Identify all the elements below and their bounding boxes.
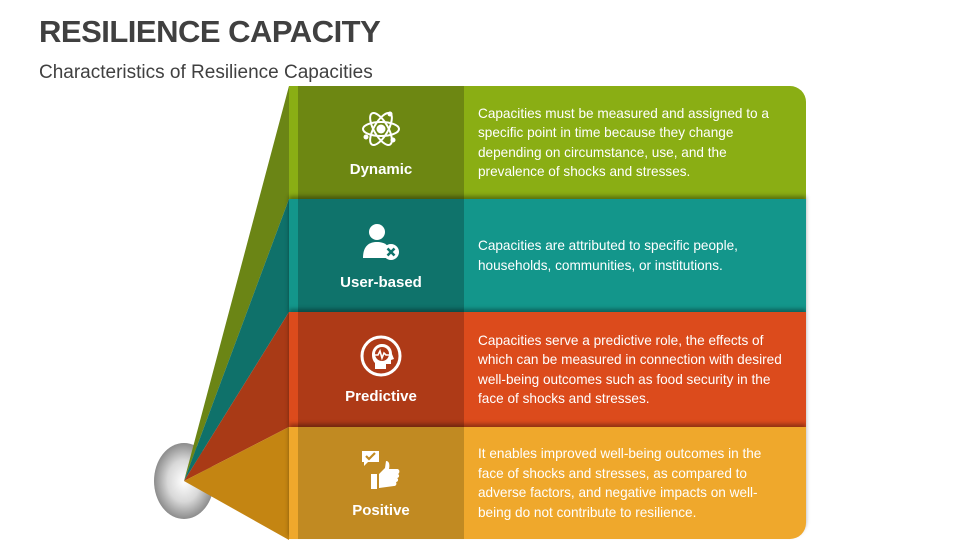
page-subtitle: Characteristics of Resilience Capacities xyxy=(39,62,373,83)
band-predictive: Predictive Capacities serve a predictive… xyxy=(289,312,806,427)
item-name: Positive xyxy=(352,501,410,519)
label-column: Positive xyxy=(298,427,464,539)
band-positive: Positive It enables improved well-being … xyxy=(289,427,806,539)
description-column: Capacities must be measured and assigned… xyxy=(464,86,806,199)
strip xyxy=(289,199,298,312)
item-name: User-based xyxy=(340,274,422,291)
user-remove-icon xyxy=(363,224,399,260)
item-name: Dynamic xyxy=(349,161,413,178)
side-predictive xyxy=(184,312,289,481)
strip xyxy=(289,427,298,539)
strip xyxy=(289,312,298,427)
head-pulse-icon xyxy=(360,335,402,377)
item-description: It enables improved well-being outcomes … xyxy=(478,446,762,520)
label-column: User-based xyxy=(298,199,464,312)
item-description: Capacities are attributed to specific pe… xyxy=(478,238,738,273)
atom-icon xyxy=(362,111,400,146)
description-column: Capacities serve a predictive role, the … xyxy=(464,312,806,427)
band-dynamic: Dynamic Capacities must be measured and … xyxy=(289,86,806,199)
item-description: Capacities must be measured and assigned… xyxy=(478,105,769,180)
label-column: Dynamic xyxy=(298,86,464,199)
side-dynamic xyxy=(184,86,289,481)
page-title: RESILIENCE CAPACITY xyxy=(39,14,381,49)
item-description: Capacities serve a predictive role, the … xyxy=(478,332,782,407)
description-column: It enables improved well-being outcomes … xyxy=(464,427,806,539)
description-column: Capacities are attributed to specific pe… xyxy=(464,199,806,312)
item-name: Predictive xyxy=(345,388,417,405)
side-user-based xyxy=(184,199,289,481)
label-column: Predictive xyxy=(298,312,464,427)
band-user-based: User-based Capacities are attributed to … xyxy=(289,199,806,312)
side-positive xyxy=(184,427,289,540)
thumbs-up-check-icon xyxy=(362,450,400,489)
strip xyxy=(289,86,298,199)
